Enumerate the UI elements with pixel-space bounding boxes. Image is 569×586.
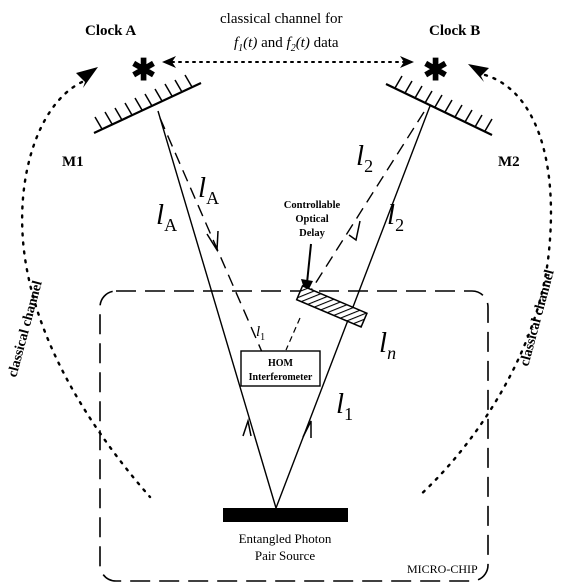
l1-small-label: l1 bbox=[256, 324, 265, 343]
left-classical-channel bbox=[21, 80, 152, 499]
top-channel-arrow-left bbox=[162, 56, 176, 68]
l2-dashed-label: l2 bbox=[356, 140, 373, 176]
clock-a-label: Clock A bbox=[85, 23, 136, 39]
optical-delay-element bbox=[295, 284, 368, 329]
top-channel-caption-line1: classical channel for bbox=[220, 11, 342, 27]
right-classical-channel bbox=[416, 73, 553, 499]
right-channel-arrowhead bbox=[468, 64, 489, 82]
beam-la-dashed bbox=[159, 117, 263, 353]
source-label-line1: Entangled Photon bbox=[239, 531, 332, 546]
top-channel-arrow-right bbox=[400, 56, 414, 68]
hom-interferometer-box bbox=[240, 350, 321, 387]
left-classical-channel-label: classical channel bbox=[6, 279, 46, 379]
source-label-line2: Pair Source bbox=[255, 548, 316, 563]
arrow-la-solid-up bbox=[242, 418, 252, 437]
m2-label: M2 bbox=[498, 154, 520, 170]
l1-large-label: l1 bbox=[336, 388, 353, 424]
beam-la-solid bbox=[157, 110, 277, 509]
hom-label-line1: HOM bbox=[268, 358, 294, 369]
l2-solid-label: l2 bbox=[387, 199, 404, 235]
delay-caption-line1: Controllable bbox=[284, 200, 341, 211]
la-dashed-label: lA bbox=[198, 172, 219, 208]
arrow-la-dashed bbox=[206, 230, 219, 253]
microchip-label: MICRO-CHIP bbox=[407, 562, 478, 576]
clock-a-star-icon: ✱ bbox=[131, 54, 156, 87]
mirror-m1 bbox=[93, 74, 202, 134]
top-channel-caption-line2: f1(t) and f2(t) data bbox=[234, 35, 339, 54]
arrow-l2-solid-up bbox=[302, 420, 312, 438]
clock-b-label: Clock B bbox=[429, 23, 480, 39]
photon-source-bar bbox=[223, 508, 348, 522]
beam-l1-dashed bbox=[285, 317, 301, 351]
delay-pointer-line bbox=[306, 243, 312, 284]
delay-caption-line2: Optical bbox=[295, 214, 328, 225]
clock-b-star-icon: ✱ bbox=[423, 54, 448, 87]
delay-caption-line3: Delay bbox=[299, 228, 325, 239]
right-classical-channel-label: classical channel bbox=[518, 268, 558, 368]
mirror-m2 bbox=[385, 75, 493, 136]
hom-label-line2: Interferometer bbox=[249, 372, 313, 383]
microchip-boundary bbox=[99, 290, 489, 582]
left-channel-arrowhead bbox=[76, 67, 98, 88]
ln-label: ln bbox=[379, 327, 396, 363]
la-solid-label: lA bbox=[156, 199, 177, 235]
arrow-l2-dashed bbox=[348, 220, 361, 242]
m1-label: M1 bbox=[62, 154, 84, 170]
